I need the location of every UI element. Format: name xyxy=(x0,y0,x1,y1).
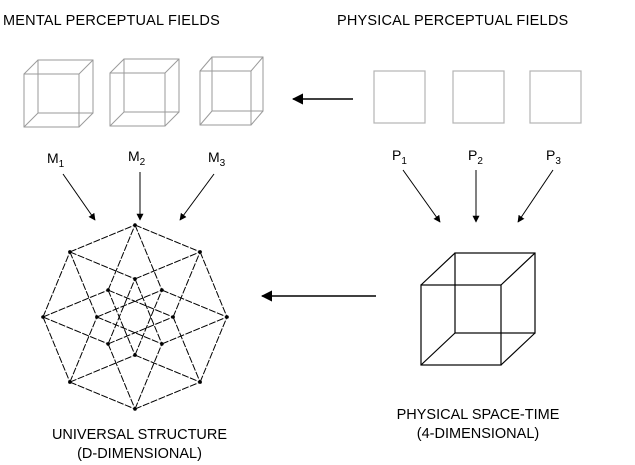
tesseract-edge xyxy=(199,316,228,383)
tesseract-vertex xyxy=(160,288,164,292)
physical-square-1 xyxy=(373,70,426,124)
tesseract-edge xyxy=(107,343,136,410)
tesseract-edge xyxy=(161,316,228,345)
tesseract-edge xyxy=(107,278,136,345)
tesseract-edge xyxy=(69,251,98,318)
physical-spacetime-dimension: (4-DIMENSIONAL) xyxy=(416,426,540,442)
tesseract-vertex xyxy=(198,380,202,384)
tesseract-edge xyxy=(69,224,136,253)
tesseract-edge xyxy=(96,289,163,318)
tesseract-edge xyxy=(69,316,98,383)
tesseract-edge xyxy=(69,354,136,383)
mental-perceptual-fields-heading: MENTAL PERCEPTUAL FIELDS xyxy=(3,13,220,29)
tesseract-edge xyxy=(199,251,228,318)
tesseract-vertex xyxy=(133,407,137,411)
tesseract-edge xyxy=(42,289,109,318)
mental-cube-3 xyxy=(199,56,264,126)
tesseract-edge xyxy=(69,251,136,280)
universal-structure-caption: UNIVERSAL STRUCTURE (D-DIMENSIONAL) xyxy=(22,426,257,464)
tesseract-edge xyxy=(134,289,163,356)
arrow-m1 xyxy=(62,173,96,221)
label-m3: M3 xyxy=(208,149,226,169)
mental-cube-2 xyxy=(109,58,180,127)
tesseract-edge xyxy=(42,316,109,345)
arrow-m3 xyxy=(179,173,215,221)
physical-perceptual-fields-heading: PHYSICAL PERCEPTUAL FIELDS xyxy=(337,13,569,29)
physical-spacetime-caption: PHYSICAL SPACE-TIME (4-DIMENSIONAL) xyxy=(372,406,584,444)
tesseract-vertex xyxy=(68,250,72,254)
universal-structure-title: UNIVERSAL STRUCTURE xyxy=(51,427,228,443)
tesseract-edge xyxy=(172,251,201,318)
tesseract-vertex xyxy=(133,277,137,281)
tesseract-vertex xyxy=(198,250,202,254)
mental-cube-1 xyxy=(23,59,94,128)
tesseract-vertex xyxy=(171,315,175,319)
tesseract-edge xyxy=(107,289,136,356)
physical-spacetime-cube xyxy=(420,252,536,366)
tesseract-edge xyxy=(107,316,174,345)
universal-structure-tesseract xyxy=(41,223,229,411)
tesseract-edge xyxy=(172,316,201,383)
physical-square-2 xyxy=(452,70,505,124)
physical-square-3 xyxy=(529,70,582,124)
tesseract-edge xyxy=(161,289,228,318)
physical-spacetime-title: PHYSICAL SPACE-TIME xyxy=(396,407,560,423)
tesseract-vertex xyxy=(133,353,137,357)
universal-structure-dimension: (D-DIMENSIONAL) xyxy=(77,446,202,462)
tesseract-edge xyxy=(107,289,174,318)
tesseract-edge xyxy=(134,381,201,410)
tesseract-edge xyxy=(134,224,201,253)
tesseract-vertex xyxy=(106,342,110,346)
label-p2: P2 xyxy=(468,147,483,167)
arrow-p1 xyxy=(402,169,441,223)
tesseract-edge xyxy=(134,251,201,280)
tesseract-vertex xyxy=(95,315,99,319)
tesseract-edge xyxy=(134,354,201,383)
label-m2: M2 xyxy=(128,148,146,168)
tesseract-edge xyxy=(69,381,136,410)
arrow-p3 xyxy=(517,169,554,223)
label-p3: P3 xyxy=(546,147,561,167)
tesseract-edge xyxy=(96,316,163,345)
tesseract-vertex xyxy=(68,380,72,384)
tesseract-edge xyxy=(134,278,163,345)
tesseract-vertex xyxy=(106,288,110,292)
tesseract-edge xyxy=(42,316,71,383)
tesseract-edge xyxy=(107,224,136,291)
label-m1: M1 xyxy=(47,150,65,170)
tesseract-edge xyxy=(134,343,163,410)
tesseract-vertex xyxy=(225,315,229,319)
tesseract-vertex xyxy=(160,342,164,346)
label-p1: P1 xyxy=(392,147,407,167)
tesseract-edge xyxy=(42,251,71,318)
tesseract-vertex xyxy=(41,315,45,319)
tesseract-vertex xyxy=(133,223,137,227)
tesseract-edge xyxy=(134,224,163,291)
